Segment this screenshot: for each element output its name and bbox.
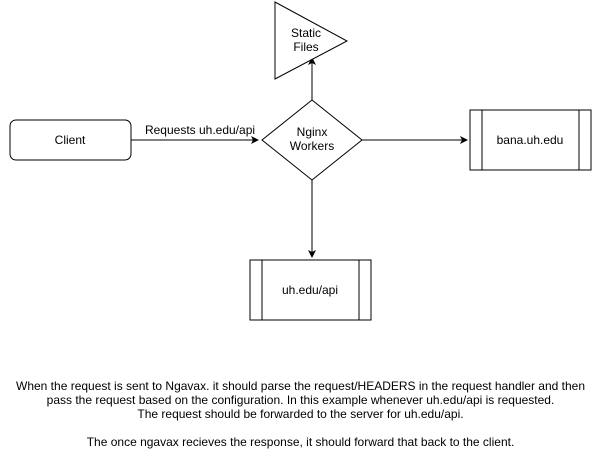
node-client-label: Client <box>55 133 86 147</box>
node-bana-label: bana.uh.edu <box>497 133 564 147</box>
description-line-4: The once ngavax recieves the response, i… <box>86 435 515 449</box>
description-line-3: The request should be forwarded to the s… <box>137 407 464 421</box>
node-bana[interactable]: bana.uh.edu <box>469 109 592 171</box>
description-text: When the request is sent to Ngavax. it s… <box>0 379 601 449</box>
node-static-label-line1: Static <box>291 26 321 40</box>
description-spacer <box>0 421 601 435</box>
description-line-2: pass the request based on the configurat… <box>46 393 555 407</box>
description-line-1: When the request is sent to Ngavax. it s… <box>16 379 585 393</box>
node-nginx-label-line1: Nginx <box>297 125 328 139</box>
node-client[interactable]: Client <box>9 119 132 161</box>
node-api-label: uh.edu/api <box>282 283 338 297</box>
node-nginx-workers[interactable]: Nginx Workers <box>261 99 363 181</box>
node-static-label-line2: Files <box>293 40 318 54</box>
node-nginx-label-line2: Workers <box>290 139 334 153</box>
node-static-files[interactable]: Static Files <box>274 1 349 80</box>
node-api[interactable]: uh.edu/api <box>249 259 372 321</box>
edge-label-requests: Requests uh.edu/api <box>145 123 255 137</box>
